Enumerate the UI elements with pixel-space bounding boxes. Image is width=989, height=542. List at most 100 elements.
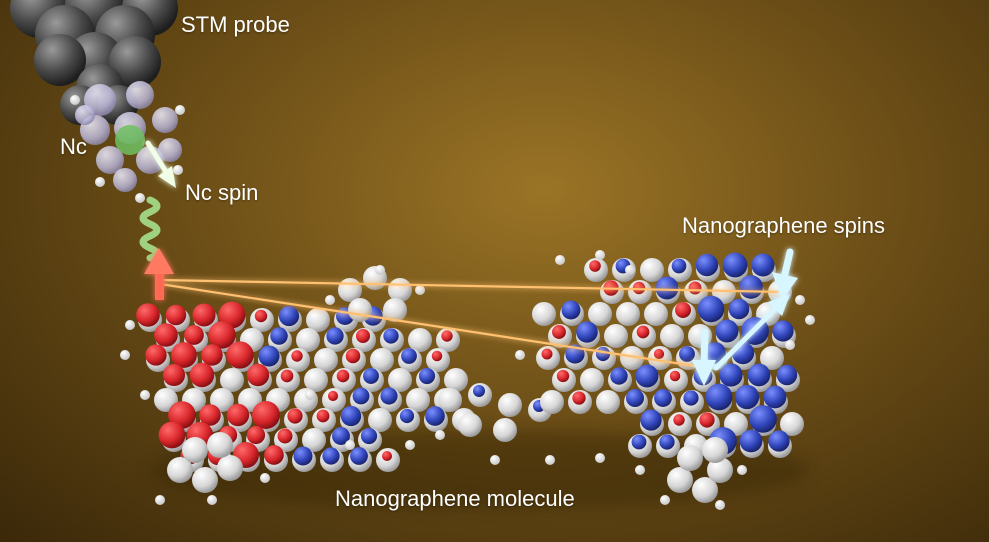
hydrogen-atom: [125, 320, 135, 330]
spin-density-blue: [595, 346, 611, 362]
spin-density-red: [636, 325, 650, 339]
spin-density-red: [192, 303, 216, 327]
nc-atom: [75, 105, 95, 125]
spin-density-blue: [747, 363, 771, 387]
carbon-atom: [707, 457, 733, 483]
spin-density-red: [345, 348, 361, 364]
spin-density-blue: [352, 387, 370, 405]
spin-density-blue: [722, 252, 748, 278]
carbon-atom: [596, 390, 620, 414]
nc-atom: [152, 107, 178, 133]
spin-density-red: [208, 321, 236, 349]
carbon-atom: [498, 393, 522, 417]
spin-density-blue: [322, 447, 340, 465]
hydrogen-atom: [95, 177, 105, 187]
hydrogen-atom: [260, 473, 270, 483]
nanographene-spin-arrow-icon: [772, 248, 798, 300]
hydrogen-atom: [635, 465, 645, 475]
spin-density-blue: [739, 429, 763, 453]
spin-density-red: [556, 369, 570, 383]
spin-density-red: [572, 391, 586, 405]
spin-density-red: [669, 370, 681, 382]
carbon-atom: [660, 324, 684, 348]
spin-density-red: [218, 301, 246, 329]
hydrogen-atom: [70, 95, 80, 105]
spin-density-blue: [731, 341, 755, 365]
spin-density-blue: [772, 320, 794, 342]
carbon-atom: [306, 308, 330, 332]
spin-density-blue: [704, 342, 726, 364]
spin-density-blue: [635, 364, 659, 388]
spin-density-red: [327, 390, 339, 402]
spin-density-blue: [739, 275, 763, 299]
spin-density-red: [264, 445, 284, 465]
spin-density-blue: [610, 367, 628, 385]
carbon-atom: [296, 328, 320, 352]
probe-atom: [34, 34, 86, 86]
spin-density-blue: [695, 253, 719, 277]
spin-density-red: [201, 344, 223, 366]
spin-density-blue: [383, 328, 399, 344]
carbon-atom: [604, 324, 628, 348]
spin-density-blue: [418, 367, 436, 385]
carbon-atom: [677, 445, 703, 471]
hydrogen-atom: [795, 295, 805, 305]
spin-density-red: [316, 409, 330, 423]
spin-density-blue: [293, 446, 313, 466]
nanographene-spin-arrow-icon: [713, 294, 790, 371]
hydrogen-atom: [660, 495, 670, 505]
carbon-atom: [438, 388, 462, 412]
spin-density-blue: [640, 409, 662, 431]
spin-density-red: [158, 421, 186, 449]
spin-density-blue: [278, 305, 300, 327]
spin-density-red: [653, 348, 665, 360]
hydrogen-atom: [785, 340, 795, 350]
spin-density-red: [165, 304, 187, 326]
carbon-atom: [370, 348, 394, 372]
carbon-atom: [217, 455, 243, 481]
spin-density-blue: [326, 327, 344, 345]
spin-density-blue: [751, 253, 775, 277]
spin-density-blue: [631, 434, 647, 450]
hydrogen-atom: [140, 390, 150, 400]
carbon-atom: [192, 467, 218, 493]
hydrogen-atom: [345, 440, 355, 450]
interaction-line-upper: [159, 278, 787, 294]
spin-density-blue: [719, 363, 743, 387]
spin-density-blue: [728, 298, 750, 320]
spin-density-blue: [683, 390, 699, 406]
spin-density-blue: [654, 389, 672, 407]
spin-density-blue: [270, 327, 288, 345]
nc-molecule: [70, 81, 185, 203]
hydrogen-atom: [490, 455, 500, 465]
spin-density-red: [699, 412, 715, 428]
spin-density-red: [189, 362, 215, 388]
interaction-line-lower: [159, 282, 709, 370]
nc-atom: [158, 138, 182, 162]
spin-density-red: [287, 408, 303, 424]
carbon-atom: [760, 346, 784, 370]
carbon-atom: [616, 302, 640, 326]
carbon-atom: [532, 302, 556, 326]
carbon-atom: [302, 428, 326, 452]
hydrogen-atom: [175, 105, 185, 115]
spin-density-blue: [425, 406, 445, 426]
spin-density-red: [154, 323, 178, 347]
spin-density-red: [246, 363, 270, 387]
hydrogen-atom: [207, 495, 217, 505]
carbon-atom: [540, 390, 564, 414]
label-nanographene-spins: Nanographene spins: [682, 213, 886, 238]
spin-density-blue: [363, 368, 379, 384]
spin-density-red: [254, 309, 268, 323]
spin-density-red: [145, 344, 167, 366]
spin-density-red: [291, 350, 303, 362]
probe-spin-arrow-icon: [144, 248, 174, 300]
label-nc: Nc: [60, 134, 87, 159]
spin-density-red: [199, 404, 221, 426]
hydrogen-atom: [305, 390, 315, 400]
spin-density-blue: [380, 387, 398, 405]
spin-density-blue: [655, 276, 679, 300]
carbon-atom: [388, 368, 412, 392]
spin-density-blue: [399, 408, 415, 424]
carbon-atom: [493, 418, 517, 442]
